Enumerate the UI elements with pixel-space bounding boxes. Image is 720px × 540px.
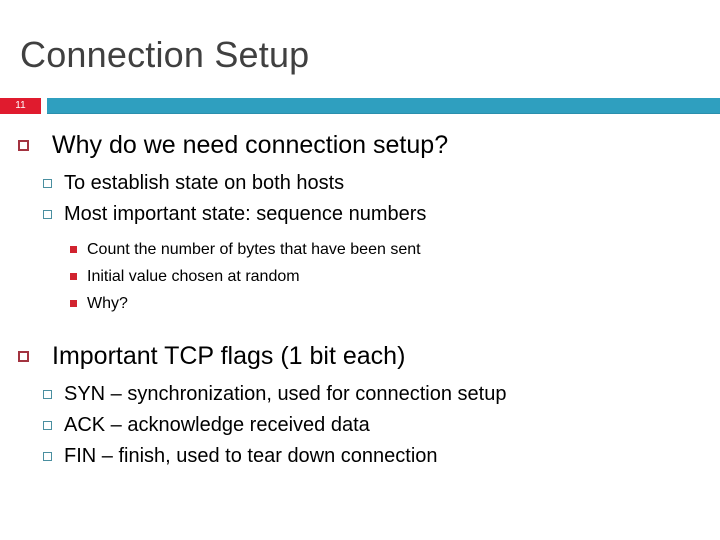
- bullet-level2: Most important state: sequence numbers: [43, 199, 720, 230]
- bullet-square-icon: [43, 421, 52, 430]
- bullet-text: Important TCP flags (1 bit each): [52, 342, 406, 370]
- bullet-level2: To establish state on both hosts: [43, 168, 720, 199]
- divider-bar: [47, 98, 720, 114]
- slide-body: Why do we need connection setup? To esta…: [0, 128, 720, 472]
- bullet-square-icon: [43, 452, 52, 461]
- bullet-level3: Count the number of bytes that have been…: [70, 236, 720, 263]
- bullet-text: Count the number of bytes that have been…: [87, 241, 421, 258]
- bullet-square-icon: [70, 273, 77, 280]
- bullet-text: FIN – finish, used to tear down connecti…: [64, 445, 438, 467]
- bullet-square-icon: [43, 210, 52, 219]
- bullet-level1: Why do we need connection setup?: [18, 128, 720, 162]
- bullet-text: SYN – synchronization, used for connecti…: [64, 383, 507, 405]
- bullet-text: To establish state on both hosts: [64, 172, 345, 194]
- bullet-text: Why?: [87, 295, 128, 312]
- bullet-square-icon: [18, 351, 29, 362]
- bullet-square-icon: [70, 246, 77, 253]
- bullet-text: Why do we need connection setup?: [52, 131, 449, 159]
- page-title: Connection Setup: [20, 34, 310, 75]
- bullet-level2: SYN – synchronization, used for connecti…: [43, 379, 720, 410]
- bullet-square-icon: [43, 179, 52, 188]
- slide-divider-band: 11: [0, 98, 720, 114]
- bullet-text: Initial value chosen at random: [87, 268, 300, 285]
- bullet-level2: FIN – finish, used to tear down connecti…: [43, 441, 720, 472]
- bullet-level1: Important TCP flags (1 bit each): [18, 339, 720, 373]
- bullet-square-icon: [18, 140, 29, 151]
- bullet-text: Most important state: sequence numbers: [64, 203, 427, 225]
- bullet-level3: Initial value chosen at random: [70, 263, 720, 290]
- bullet-square-icon: [70, 300, 77, 307]
- bullet-level3: Why?: [70, 290, 720, 317]
- slide-number-badge: 11: [0, 98, 41, 114]
- bullet-text: ACK – acknowledge received data: [64, 414, 370, 436]
- bullet-square-icon: [43, 390, 52, 399]
- bullet-level2: ACK – acknowledge received data: [43, 410, 720, 441]
